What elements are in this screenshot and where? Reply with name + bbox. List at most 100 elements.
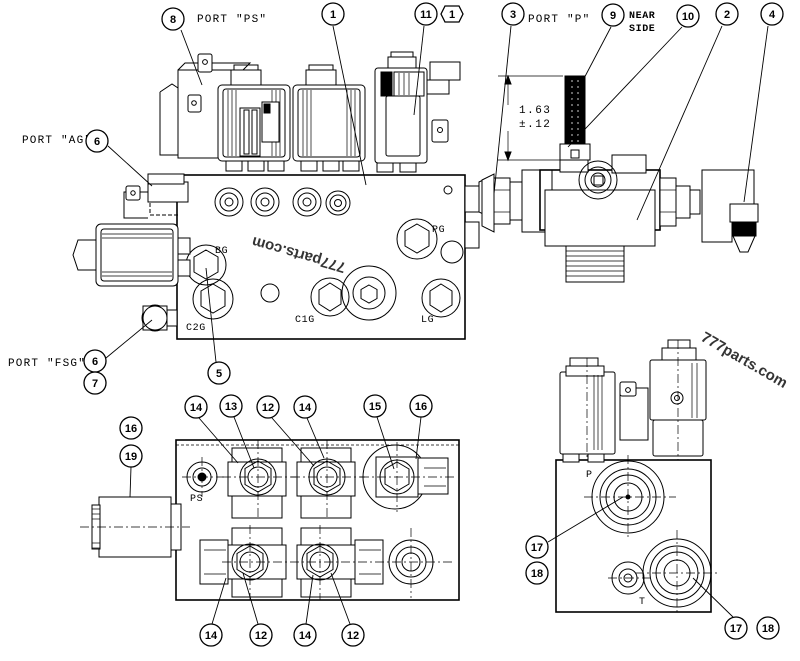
label-port-p: PORT "P" [528,14,590,26]
label-port-ps: PORT "PS" [197,14,267,26]
callout-14[interactable]: 14 [293,395,317,419]
callout-bubble-shape [409,394,433,418]
callout-14[interactable]: 14 [184,395,208,419]
port-mark-p: P [586,470,593,481]
callout-3[interactable]: 3 [501,2,525,26]
callout-number: 12 [255,630,267,642]
main-manifold-assembly [72,51,490,340]
port-mark-c1g: C1G [295,315,315,326]
callout-bubble-shape [414,2,438,26]
callout-number: 6 [92,356,98,368]
callout-number: 1 [330,9,336,21]
port-mark-t: T [639,597,646,608]
bottom-left-view [80,439,460,601]
text-labels: PORT "PS" PORT "AG" PORT "FSG" PORT "P" … [8,11,655,608]
callout-19[interactable]: 19 [119,444,143,468]
callout-6[interactable]: 6 [85,129,109,153]
callout-number: 11 [420,9,432,21]
callout-16[interactable]: 16 [119,416,143,440]
port-mark-pg: PG [432,225,445,236]
callout-bubble-shape [249,623,273,647]
callout-number: 2 [724,9,730,21]
callout-1[interactable]: 1 [321,2,345,26]
callout-bubble-shape [715,2,739,26]
callout-bubble-shape [83,371,107,395]
callout-number: 6 [94,136,100,148]
callout-1[interactable]: 1 [440,5,464,23]
callout-bubble-shape [199,623,223,647]
callout-number: 5 [216,368,222,380]
label-near-side-line1: NEAR [629,11,655,22]
callout-bubble-shape [601,3,625,27]
port-mark-lg: LG [421,315,434,326]
bottom-right-view [555,339,720,615]
callout-bubble-shape [85,129,109,153]
callout-bubble-shape [341,623,365,647]
callout-7[interactable]: 7 [83,371,107,395]
dimension-1-63 [498,74,563,162]
callout-14[interactable]: 14 [293,623,317,647]
callout-2[interactable]: 2 [715,2,739,26]
dimension-value: 1.63 [519,105,551,117]
callout-8[interactable]: 8 [161,7,185,31]
label-port-ag: PORT "AG" [22,135,92,147]
callout-12[interactable]: 12 [249,623,273,647]
callout-11[interactable]: 11 [414,2,438,26]
callout-number: 12 [347,630,359,642]
port-mark-c2g: C2G [186,323,206,334]
callout-number: 7 [92,378,98,390]
callout-bubble-shape [207,361,231,385]
callout-bubble-shape [363,394,387,418]
callout-bubble-shape [501,2,525,26]
callout-18[interactable]: 18 [525,561,549,585]
leader-lines [105,25,769,625]
port-mark-bg: BG [215,246,228,257]
callout-bubble-shape [119,444,143,468]
callout-bubble-shape [184,395,208,419]
callout-bubble-shape [440,5,464,23]
callout-number: 14 [299,402,312,414]
callout-15[interactable]: 15 [363,394,387,418]
callout-12[interactable]: 12 [341,623,365,647]
callout-number: 12 [262,402,274,414]
callout-number: 4 [769,9,776,21]
callout-17[interactable]: 17 [525,535,549,559]
callout-12[interactable]: 12 [256,395,280,419]
callout-number: 16 [125,423,137,435]
callout-bubble-shape [293,623,317,647]
callout-number: 1 [449,9,455,21]
callout-number: 14 [205,630,218,642]
label-near-side-line2: SIDE [629,24,655,35]
callout-bubble-shape [756,616,780,640]
callout-bubble-shape [525,535,549,559]
block-top-ports [214,187,351,217]
callout-9[interactable]: 9 [601,3,625,27]
callout-number: 17 [730,623,742,635]
callout-5[interactable]: 5 [207,361,231,385]
callout-6[interactable]: 6 [83,349,107,373]
callout-number: 15 [369,401,381,413]
dimension-tolerance: ±.12 [519,119,551,131]
callout-17[interactable]: 17 [724,616,748,640]
callout-bubble-shape [321,2,345,26]
callout-number: 19 [125,451,137,463]
callout-number: 18 [531,568,543,580]
callout-13[interactable]: 13 [219,394,243,418]
callout-4[interactable]: 4 [760,2,784,26]
callout-number: 3 [510,9,516,21]
callout-16[interactable]: 16 [409,394,433,418]
callout-number: 14 [190,402,203,414]
callout-10[interactable]: 10 [676,4,700,28]
callout-bubble-shape [724,616,748,640]
callout-18[interactable]: 18 [756,616,780,640]
callout-bubble-shape [676,4,700,28]
callout-14[interactable]: 14 [199,623,223,647]
callout-bubble-shape [760,2,784,26]
callout-number: 9 [610,10,616,22]
callout-bubble-shape [525,561,549,585]
callout-bubble-shape [119,416,143,440]
callout-number: 10 [682,11,694,23]
callout-number: 8 [170,14,176,26]
